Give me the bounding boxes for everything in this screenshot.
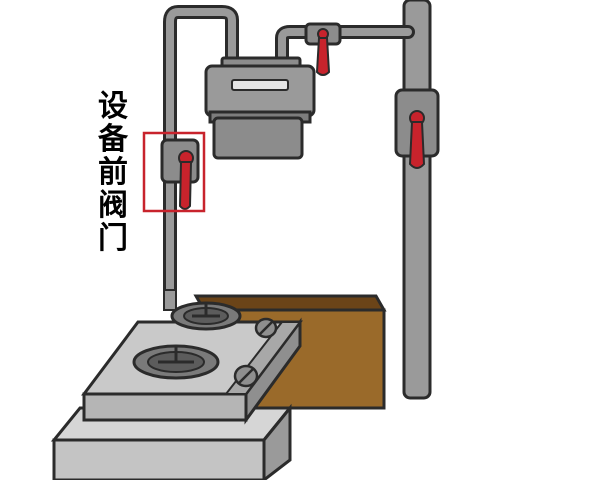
meter-outlet-pipe <box>275 25 415 71</box>
device-valve-label: 设 备 前 阀 门 <box>96 90 130 255</box>
label-char: 备 <box>98 122 128 157</box>
device-valve-icon <box>160 138 200 210</box>
label-char: 门 <box>98 221 128 256</box>
label-char: 阀 <box>98 188 128 223</box>
gas-meter-icon <box>204 56 316 160</box>
burner-icon <box>132 344 220 380</box>
stove-inlet-pipe <box>163 289 177 311</box>
knob-icon <box>233 364 259 388</box>
label-char: 设 <box>98 89 128 124</box>
meter-valve-icon <box>304 22 342 76</box>
label-char: 前 <box>98 155 128 190</box>
device-supply-pipe <box>163 5 239 307</box>
burner-icon <box>170 301 242 331</box>
main-riser-pipe <box>402 0 432 400</box>
riser-valve-icon <box>394 88 440 169</box>
knob-icon <box>254 317 278 339</box>
device-valve-highlight <box>142 131 206 213</box>
